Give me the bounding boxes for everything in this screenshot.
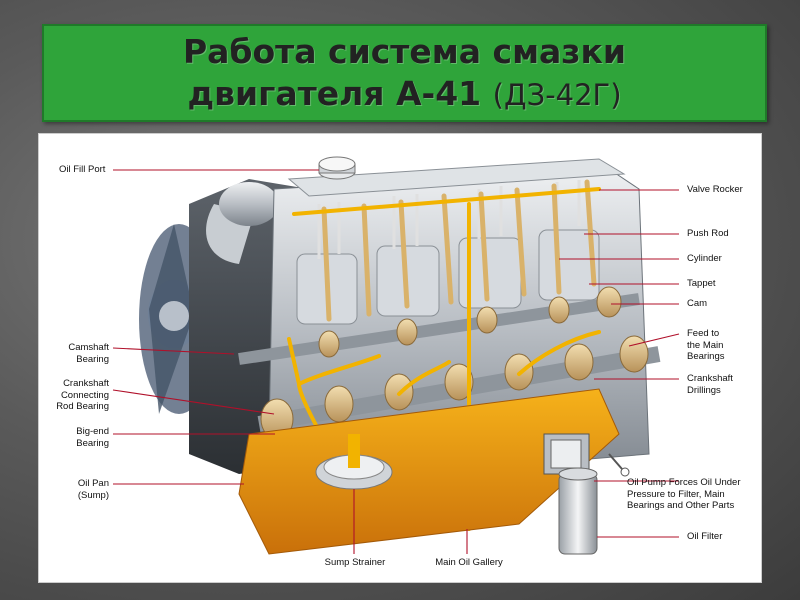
sump-strainer [315, 434, 393, 490]
label-valve-rocker: Valve Rocker [687, 184, 743, 195]
slide-title-box: Работа система смазки двигателя А-41 (ДЗ… [42, 24, 767, 122]
oil-filter [558, 467, 598, 555]
label-cam: Cam [687, 298, 708, 309]
cam-lobes [318, 286, 622, 358]
slide-title-line2: двигателя А-41 (ДЗ-42Г) [187, 73, 621, 116]
label-big-end-bearing: Big-end Bearing [76, 426, 109, 449]
slide-title-line1: Работа система смазки [182, 31, 627, 71]
slide-title-model: (ДЗ-42Г) [492, 77, 622, 112]
oil-pump [543, 433, 630, 477]
label-oil-pan: Oil Pan (Sump) [77, 478, 109, 501]
label-main-oil-gallery: Main Oil Gallery [435, 557, 503, 568]
slide-title-engine: двигателя А-41 [187, 73, 482, 113]
label-camshaft-bearing: Camshaft Bearing [68, 342, 109, 365]
push-rods [321, 179, 597, 322]
oil-fill-cap [318, 156, 356, 180]
label-feed-main-bearings: Feed to the Main Bearings [687, 328, 725, 362]
engine-illustration [112, 156, 680, 555]
label-crankshaft-drillings: Crankshaft Drillings [687, 373, 733, 396]
label-crankshaft-rod-bearing: Crankshaft Connecting Rod Bearing [56, 378, 109, 412]
oil-pan [238, 388, 620, 555]
label-tappet: Tappet [687, 278, 716, 289]
air-intake [219, 182, 279, 226]
label-oil-filter: Oil Filter [687, 531, 723, 542]
engine-diagram: Oil Fill Port Valve Rocker Push Rod Cyli… [38, 133, 762, 583]
label-sump-strainer: Sump Strainer [324, 557, 386, 568]
label-oil-pump: Oil Pump Forces Oil Under Pressure to Fi… [627, 477, 741, 511]
leader-lines [112, 169, 680, 554]
label-push-rod: Push Rod [687, 228, 729, 239]
label-oil-fill-port: Oil Fill Port [59, 164, 106, 175]
label-cylinder: Cylinder [687, 253, 722, 264]
camshaft [238, 293, 640, 365]
